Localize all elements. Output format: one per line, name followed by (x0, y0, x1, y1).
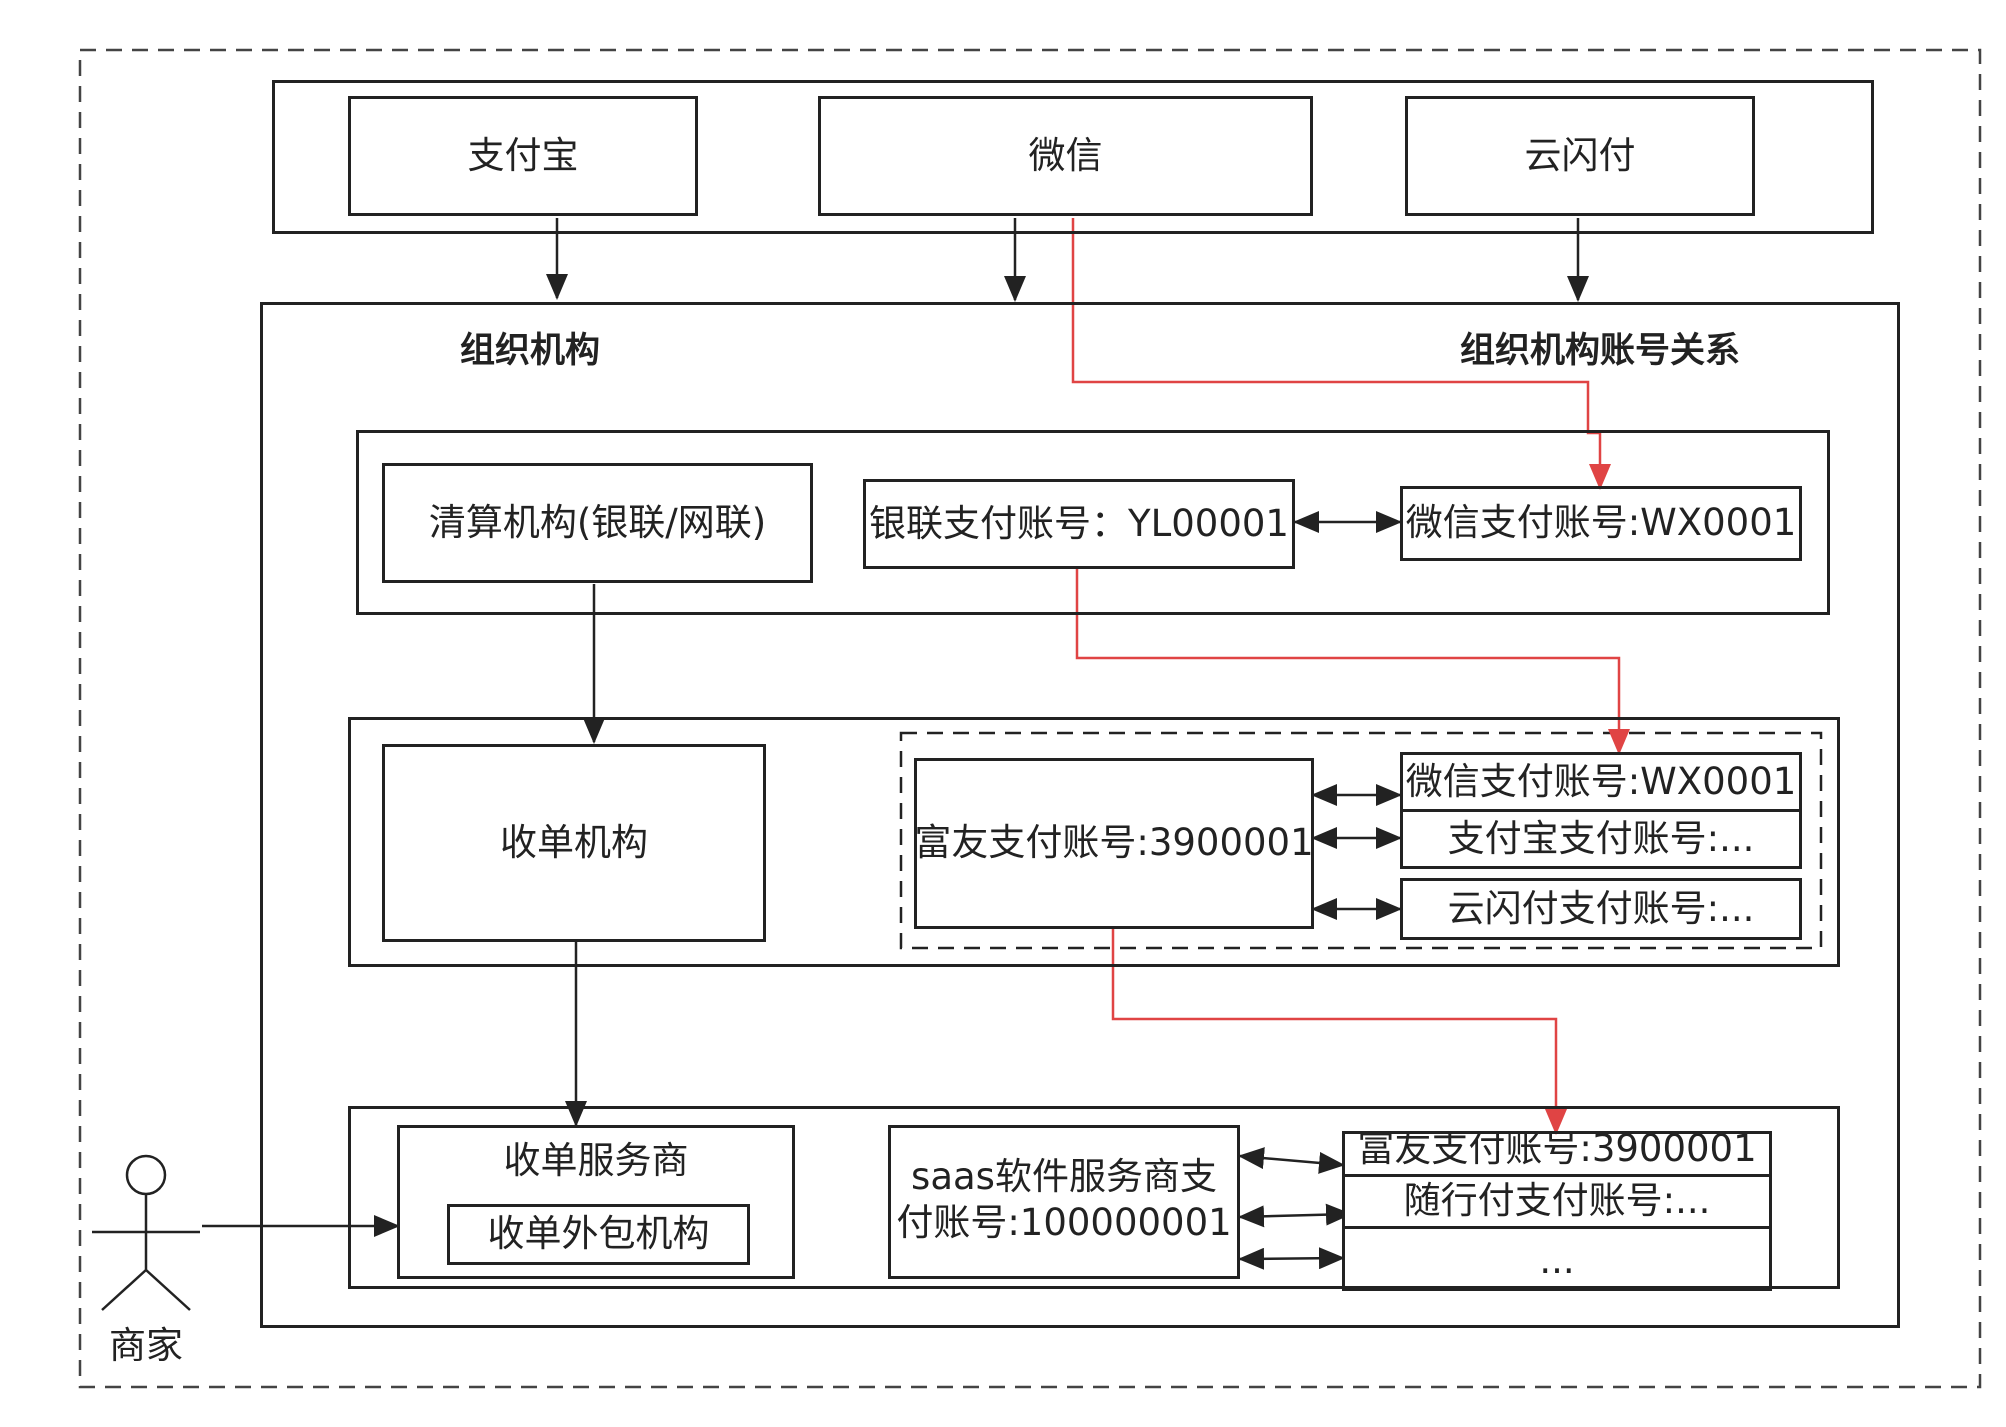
acquirer-label: 收单机构 (500, 820, 648, 864)
acquirer-alipay-account-box: 支付宝支付账号:... (1400, 809, 1802, 869)
merchant-figure (92, 1154, 200, 1311)
fuyou-flow-line (1111, 926, 1567, 1135)
acquirer-alipay-account-label: 支付宝支付账号:... (1447, 816, 1755, 860)
fuyou-account-box: 富友支付账号:3900001 (914, 758, 1314, 929)
saas-account-line2: 付账号:100000001 (896, 1200, 1232, 1244)
clearing-row (356, 430, 1830, 615)
org-container (260, 302, 1900, 1328)
acquirer-cloudpay-account-label: 云闪付支付账号:... (1447, 886, 1755, 930)
acquirer-cloudpay-account-box: 云闪付支付账号:... (1400, 878, 1802, 940)
saas-account-line1: saas软件服务商支 (911, 1154, 1217, 1198)
org-heading: 组织机构 (459, 330, 600, 371)
service-row (348, 1106, 1840, 1289)
unionpay-account-label: 银联支付账号：YL00001 (869, 501, 1289, 545)
cloudpay-label: 云闪付 (1524, 133, 1636, 177)
wechat-box: 微信 (818, 96, 1313, 216)
service-accounts-list: 富友支付账号:3900001 随行付支付账号:... ... (1342, 1131, 1772, 1291)
acquirer-wechat-account-label: 微信支付账号:WX0001 (1405, 759, 1797, 803)
service-more-label: ... (1539, 1238, 1575, 1282)
service-suixingfu-account-row: 随行付支付账号:... (1345, 1174, 1769, 1229)
saas-fuyou-link (1238, 1147, 1345, 1174)
clearing-wechat-account-box: 微信支付账号:WX0001 (1400, 486, 1802, 561)
unionpay-account-box: 银联支付账号：YL00001 (863, 479, 1295, 569)
service-suixingfu-account-label: 随行付支付账号:... (1403, 1179, 1711, 1223)
acquirer-account-group (899, 731, 1823, 950)
acquirer-wechat-account-box: 微信支付账号:WX0001 (1400, 752, 1802, 812)
cloudpay-box: 云闪付 (1405, 96, 1755, 216)
service-fuyou-account-label: 富友支付账号:3900001 (1357, 1131, 1757, 1170)
clearing-box: 清算机构(银联/网联) (382, 463, 813, 583)
service-provider-box: 收单服务商 收单外包机构 (397, 1125, 795, 1279)
alipay-box: 支付宝 (348, 96, 698, 216)
alipay-label: 支付宝 (467, 133, 579, 177)
wechat-flow-line (1071, 218, 1611, 490)
saas-more-link (1238, 1247, 1345, 1270)
merchant-label: 商家 (109, 1323, 183, 1367)
service-provider-label: 收单服务商 (503, 1138, 689, 1182)
outsourcing-box: 收单外包机构 (447, 1204, 750, 1265)
provider-group (272, 80, 1874, 234)
outer-dashed-frame (78, 48, 1982, 1389)
outsourcing-label: 收单外包机构 (487, 1212, 710, 1256)
acquirer-row (348, 717, 1840, 967)
wechat-label: 微信 (1028, 133, 1103, 177)
saas-suixingfu-link (1238, 1203, 1352, 1228)
relation-heading: 组织机构账号关系 (1459, 330, 1740, 371)
acquirer-box: 收单机构 (382, 744, 766, 942)
fuyou-account-label: 富友支付账号:3900001 (914, 821, 1314, 865)
clearing-label: 清算机构(银联/网联) (428, 500, 767, 544)
saas-account-box: saas软件服务商支 付账号:100000001 (888, 1125, 1240, 1279)
clearing-wechat-account-label: 微信支付账号:WX0001 (1405, 501, 1797, 545)
